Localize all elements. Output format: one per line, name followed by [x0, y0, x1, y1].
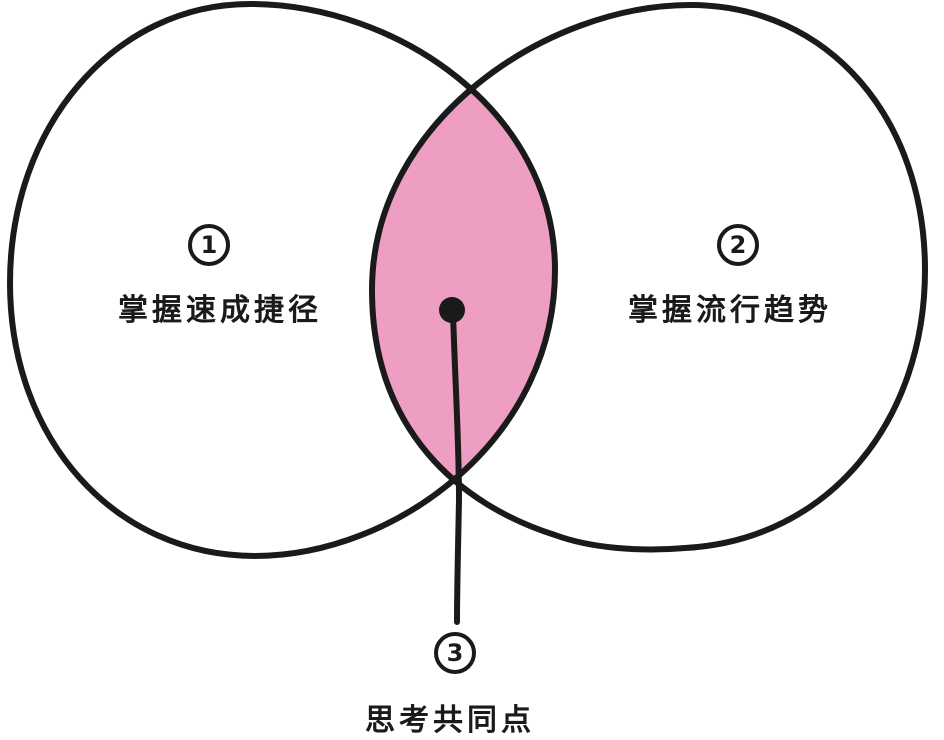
marker-1: 1	[188, 224, 230, 266]
marker-2: 2	[717, 224, 759, 266]
pointer-line	[450, 309, 463, 625]
overlap-label: 思考共同点	[365, 703, 535, 738]
left-circle-label: 掌握速成捷径	[118, 293, 322, 328]
center-dot	[439, 297, 465, 323]
right-circle-label: 掌握流行趋势	[628, 293, 832, 328]
right-circle	[369, 2, 928, 553]
overlap-region	[372, 5, 555, 550]
marker-3: 3	[434, 632, 476, 674]
left-circle	[7, 1, 558, 559]
